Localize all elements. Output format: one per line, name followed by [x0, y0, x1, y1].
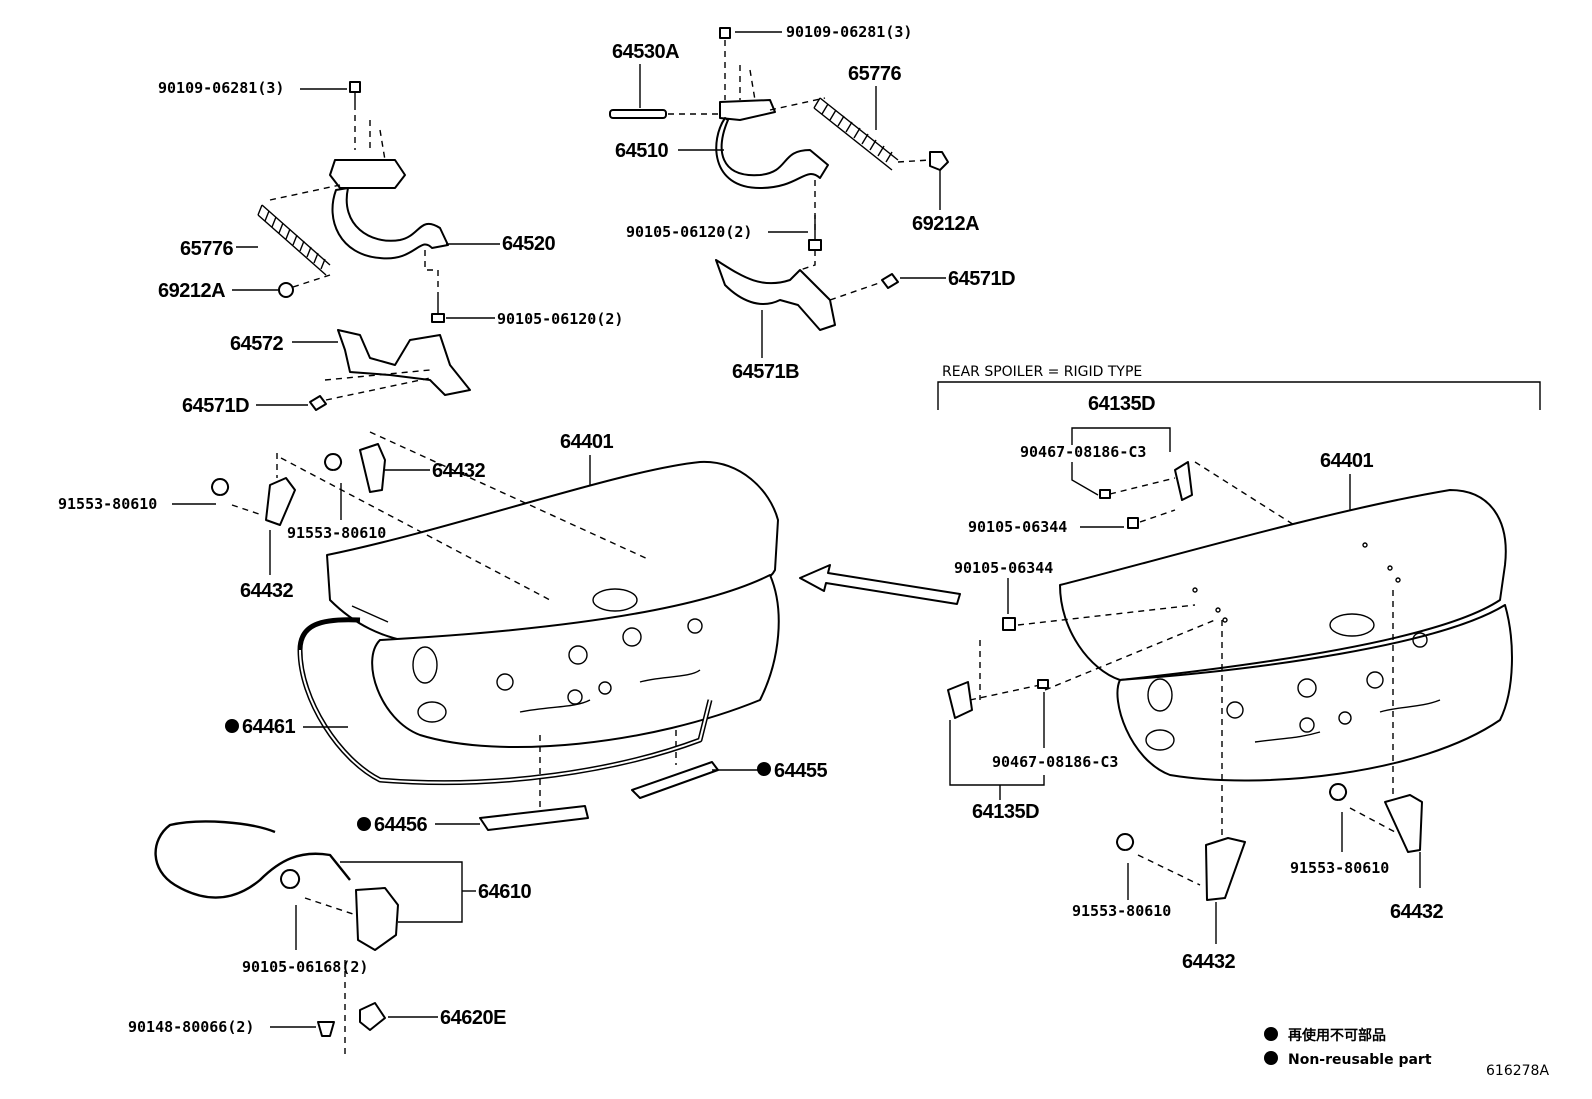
- stop-icon: [1384, 794, 1423, 853]
- label-90105-06344-b: 90105-06344: [954, 559, 1053, 577]
- non-reusable-dot-icon: [225, 719, 239, 733]
- stay-icon: [609, 109, 667, 119]
- label-64135D-top: 64135D: [1088, 393, 1155, 415]
- label-64571D-left: 64571D: [182, 395, 249, 417]
- hinge-base-icon: [329, 159, 406, 189]
- label-spoiler-note: REAR SPOILER = RIGID TYPE: [942, 364, 1142, 380]
- bolt-icon: [719, 27, 731, 39]
- bolt-icon: [808, 239, 822, 251]
- bolt-icon: [349, 81, 361, 93]
- spring-icon: [257, 204, 331, 276]
- label-90105-06168: 90105-06168(2): [242, 958, 368, 976]
- right-hinge-assembly: 90109-06281(3) 64530A 64510 65776 69212A…: [609, 23, 1016, 383]
- cushion-icon: [1329, 783, 1347, 801]
- label-64456: 64456: [374, 814, 427, 836]
- nut-icon: [1002, 617, 1016, 631]
- label-69212A-right: 69212A: [912, 213, 979, 235]
- clip-icon: [1037, 679, 1049, 689]
- spring-icon: [813, 97, 899, 171]
- bracket-icon: [1174, 461, 1193, 501]
- label-64432-top: 64432: [432, 460, 485, 482]
- label-90467-bottom: 90467-08186-C3: [992, 753, 1118, 771]
- label-64432-bottom: 64432: [1182, 951, 1235, 973]
- label-91553-d: 91553-80610: [1290, 859, 1389, 877]
- lock-icon: [355, 887, 399, 951]
- bracket-icon: [715, 259, 836, 331]
- label-64135D-bottom: 64135D: [972, 801, 1039, 823]
- stop-icon: [265, 477, 296, 526]
- bolt-icon: [881, 273, 899, 289]
- seal-strip-icon: [479, 805, 589, 831]
- label-90467-top: 90467-08186-C3: [1020, 443, 1146, 461]
- stop-icon: [1205, 837, 1246, 901]
- label-64530A: 64530A: [612, 41, 679, 63]
- left-hinge-assembly: 90109-06281(3) 64520 65776 69212A 90105-…: [158, 79, 623, 417]
- label-64401-left: 64401: [560, 431, 613, 453]
- legend-en: Non-reusable part: [1288, 1052, 1432, 1068]
- label-64461: 64461: [242, 716, 295, 738]
- cushion-icon: [278, 282, 294, 298]
- hinge-arm-icon: [715, 117, 829, 189]
- striker-icon: [359, 1002, 386, 1031]
- non-reusable-dot-icon: [757, 762, 771, 776]
- label-64571D-top: 64571D: [948, 268, 1015, 290]
- label-64610: 64610: [478, 881, 531, 903]
- legend-jp: 再使用不可部品: [1288, 1027, 1386, 1044]
- bolt-icon: [309, 395, 327, 411]
- cushion-icon: [324, 453, 342, 471]
- label-65776-right: 65776: [848, 63, 901, 85]
- cushion-icon: [211, 478, 229, 496]
- label-64572: 64572: [230, 333, 283, 355]
- bracket-icon: [947, 681, 973, 719]
- label-90109-left: 90109-06281(3): [158, 79, 284, 97]
- non-reusable-dot-icon: [357, 817, 371, 831]
- label-64432-right: 64432: [1390, 901, 1443, 923]
- label-91553-c: 91553-80610: [1072, 902, 1171, 920]
- label-90105-right: 90105-06120(2): [626, 223, 752, 241]
- hinge-base-icon: [719, 99, 776, 121]
- bracket-icon: [337, 329, 471, 396]
- label-64510: 64510: [615, 140, 668, 162]
- label-90109-right: 90109-06281(3): [786, 23, 912, 41]
- label-90148: 90148-80066(2): [128, 1018, 254, 1036]
- label-64455: 64455: [774, 760, 827, 782]
- screw-icon: [280, 869, 301, 889]
- stop-icon: [359, 443, 386, 493]
- left-trunk-lid: 64401 64461 64455 64456 91553-80610: [58, 431, 828, 836]
- trunk-lid-inner-icon: [371, 574, 780, 749]
- trunk-lid-outer-icon: [1059, 489, 1507, 681]
- label-90105-left: 90105-06120(2): [497, 310, 623, 328]
- hinge-arm-icon: [331, 187, 449, 260]
- figure-id: 616278A: [1486, 1063, 1549, 1079]
- label-91553-b: 91553-80610: [287, 524, 386, 542]
- screw-icon: [317, 1021, 335, 1037]
- rigid-spoiler-section: REAR SPOILER = RIGID TYPE 64135D 90467-0…: [937, 364, 1541, 973]
- label-65776-left: 65776: [180, 238, 233, 260]
- lock-assembly: 90105-06168(2) 64610 64620E 90148-80066(…: [128, 820, 532, 1055]
- seal-strip-icon: [631, 761, 719, 799]
- clip-icon: [1099, 489, 1111, 499]
- label-64571B: 64571B: [732, 361, 799, 383]
- non-reusable-dot-icon: [1264, 1051, 1278, 1065]
- label-91553-a: 91553-80610: [58, 495, 157, 513]
- legend: 再使用不可部品 Non-reusable part 616278A: [1264, 1027, 1549, 1079]
- direction-arrow-icon: [799, 564, 961, 605]
- label-90105-06344-a: 90105-06344: [968, 518, 1067, 536]
- bolt-icon: [431, 313, 445, 323]
- cushion-icon: [1116, 833, 1134, 851]
- cushion-icon: [929, 151, 949, 171]
- label-64620E: 64620E: [440, 1007, 506, 1029]
- label-64520: 64520: [502, 233, 555, 255]
- nut-icon: [1127, 517, 1139, 529]
- non-reusable-dot-icon: [1264, 1027, 1278, 1041]
- label-64401-right: 64401: [1320, 450, 1373, 472]
- label-69212A-left: 69212A: [158, 280, 225, 302]
- label-64432-left: 64432: [240, 580, 293, 602]
